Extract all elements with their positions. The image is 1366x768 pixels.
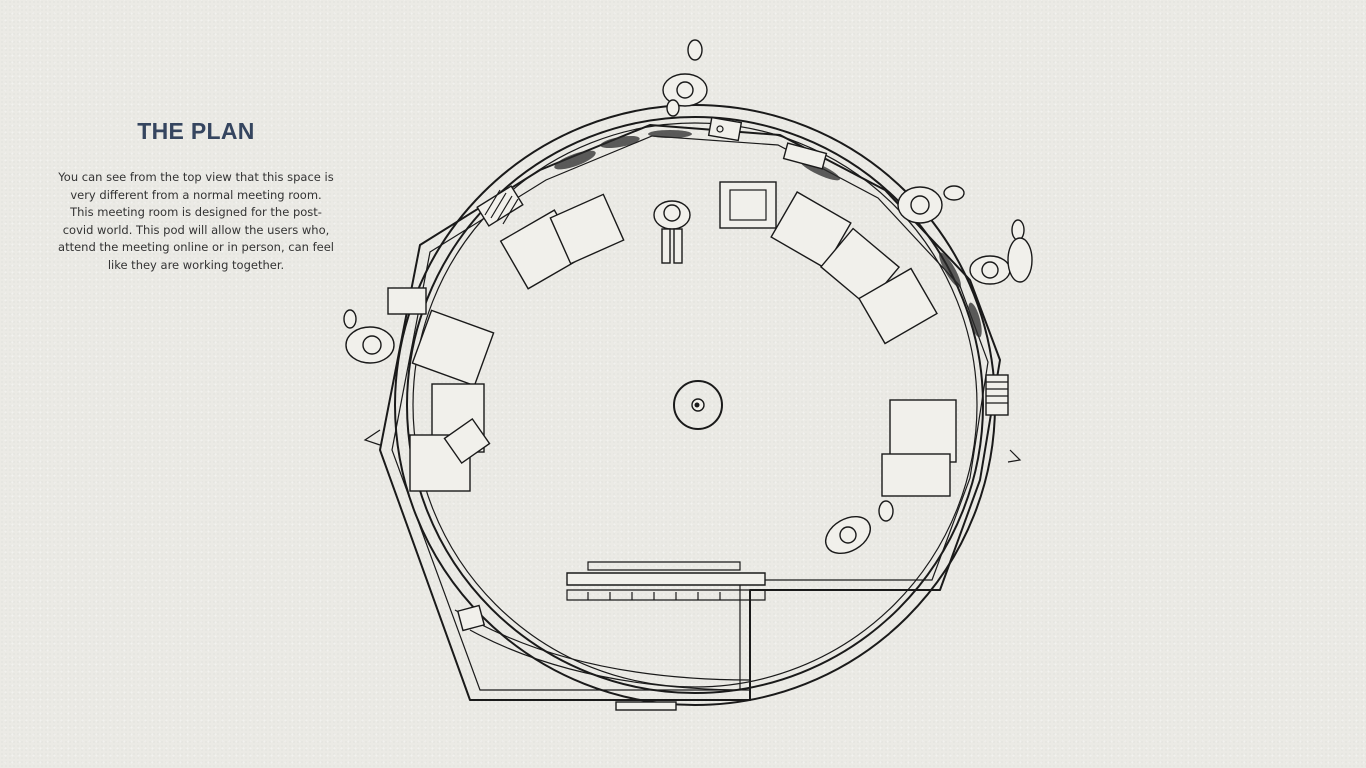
- sofa-modules: [409, 181, 957, 497]
- room-wall-inner-2: [412, 122, 978, 688]
- central-table: [673, 380, 723, 430]
- intro-panel: THE PLAN You can see from the top view t…: [58, 112, 334, 274]
- plan-description: You can see from the top view that this …: [58, 170, 334, 272]
- floor-plan-drawing: [320, 30, 1050, 720]
- room-wall-inner: [406, 116, 984, 694]
- outer-shell-inner: [391, 135, 989, 691]
- entrance-counter: [566, 572, 766, 586]
- person-figures: [343, 39, 1033, 555]
- slatted-bench: [476, 142, 1009, 416]
- page-title: THE PLAN: [137, 118, 255, 144]
